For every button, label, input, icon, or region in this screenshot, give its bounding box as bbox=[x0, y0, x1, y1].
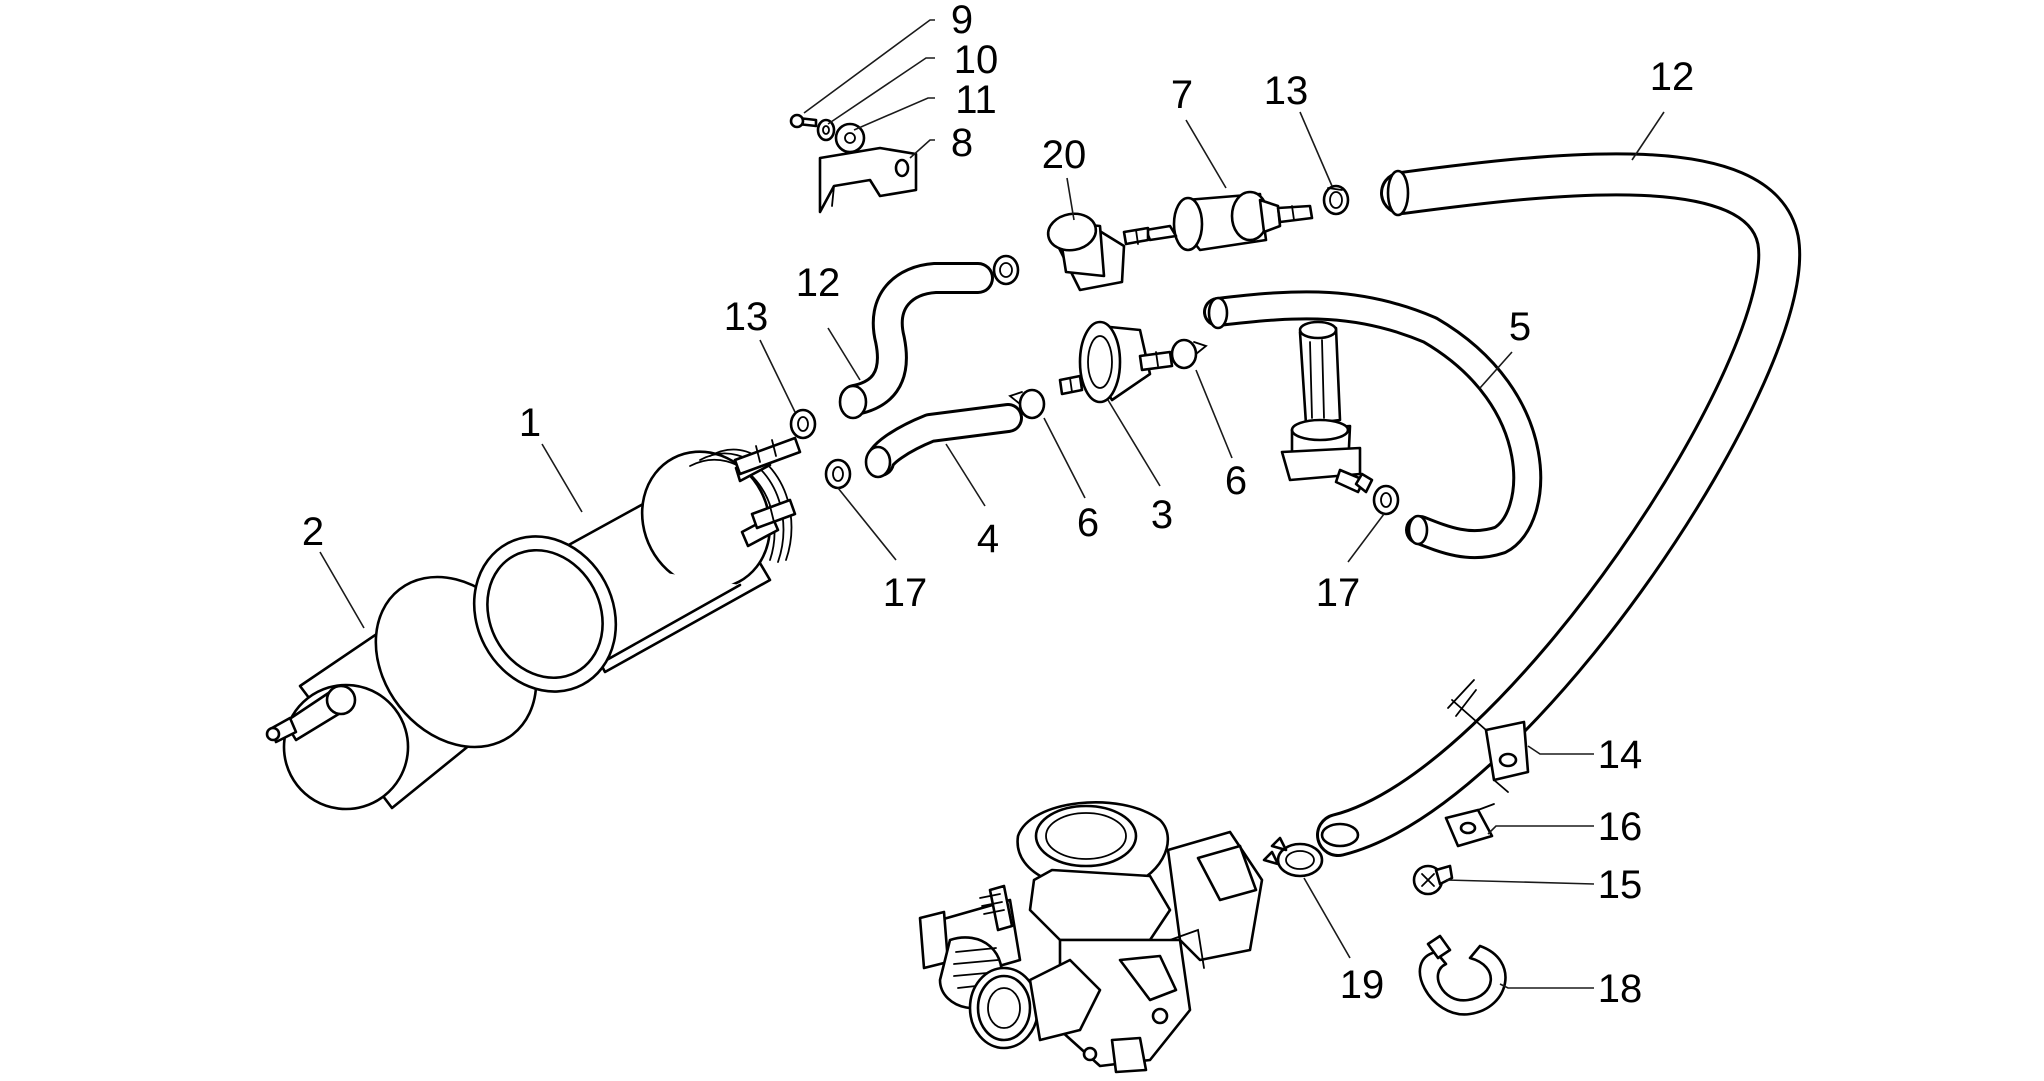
callout-15: 15 bbox=[1598, 863, 1643, 907]
callout-18: 18 bbox=[1598, 967, 1643, 1011]
part-carburettor bbox=[918, 801, 1264, 1074]
callout-8: 8 bbox=[951, 121, 973, 165]
callout-17-left: 17 bbox=[883, 571, 928, 615]
part-13-clamp-lower bbox=[789, 408, 817, 440]
callout-9: 9 bbox=[951, 0, 973, 42]
part-13-clamp-filter-inlet bbox=[992, 254, 1020, 286]
callout-2: 2 bbox=[302, 510, 324, 554]
callout-16: 16 bbox=[1598, 805, 1643, 849]
part-7-fuel-filter bbox=[1122, 190, 1314, 252]
callout-13-lower: 13 bbox=[724, 295, 769, 339]
part-16-nut-clip bbox=[1444, 803, 1495, 848]
part-14-bracket bbox=[1451, 699, 1530, 793]
callout-11: 11 bbox=[955, 78, 997, 122]
callout-13-upper: 13 bbox=[1264, 69, 1309, 113]
callout-1: 1 bbox=[519, 401, 541, 445]
part-20-mount bbox=[1046, 212, 1126, 292]
leader-lines bbox=[319, 19, 1665, 989]
callout-12-lower: 12 bbox=[796, 261, 841, 305]
callout-3: 3 bbox=[1151, 493, 1173, 537]
callout-6-right: 6 bbox=[1225, 459, 1247, 503]
part-hose-4 bbox=[864, 403, 1023, 479]
part-10-washer bbox=[816, 118, 836, 142]
callout-7: 7 bbox=[1171, 73, 1193, 117]
part-11-spacer bbox=[834, 122, 866, 154]
callout-17-right: 17 bbox=[1316, 571, 1361, 615]
part-3-inline-valve bbox=[1058, 320, 1174, 404]
callout-6-left: 6 bbox=[1077, 501, 1099, 545]
part-13-clamp-upper bbox=[1322, 184, 1350, 216]
callout-10: 10 bbox=[954, 38, 999, 82]
part-19-spring-clamp bbox=[1262, 836, 1324, 878]
callout-12-upper: 12 bbox=[1650, 55, 1695, 99]
part-9-screw bbox=[789, 113, 818, 129]
part-fuel-tap bbox=[1280, 320, 1374, 494]
part-hose-12-short bbox=[838, 262, 994, 420]
part-hose-12-long bbox=[1316, 152, 1802, 857]
part-8-bracket bbox=[818, 146, 918, 214]
part-6-clamp-left bbox=[1008, 388, 1046, 420]
callout-5: 5 bbox=[1509, 305, 1531, 349]
callout-19: 19 bbox=[1340, 963, 1385, 1007]
callout-4: 4 bbox=[977, 517, 999, 561]
part-6-clamp-right bbox=[1170, 338, 1208, 370]
part-1-fuel-pump bbox=[472, 436, 802, 693]
callout-20: 20 bbox=[1042, 133, 1087, 177]
part-18-band-clamp bbox=[1418, 934, 1507, 1016]
part-hose-5 bbox=[1203, 290, 1543, 560]
part-17-clamp-tap bbox=[1372, 484, 1400, 516]
part-17-clamp-pump bbox=[824, 458, 852, 490]
callout-14: 14 bbox=[1598, 733, 1643, 777]
